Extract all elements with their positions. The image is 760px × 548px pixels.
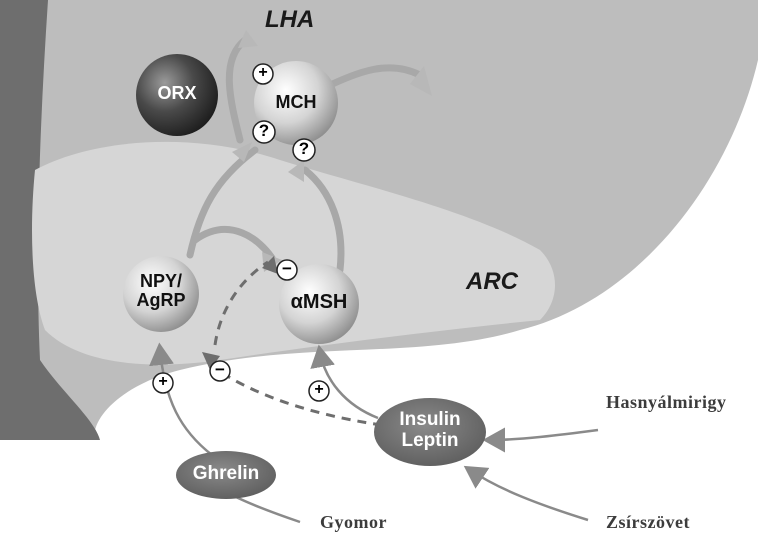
question-sign-right: ? xyxy=(293,139,315,159)
arc-region-label: ARC xyxy=(466,268,518,296)
minus-sign-dashed: − xyxy=(210,360,230,380)
stomach-label: Gyomor xyxy=(320,512,387,533)
ghrelin-label: Ghrelin xyxy=(176,464,276,485)
plus-sign-npy: + xyxy=(153,373,173,391)
insulin-leptin-label: Insulin Leptin xyxy=(374,410,486,452)
lha-region-label: LHA xyxy=(265,6,314,34)
minus-sign-amsh: − xyxy=(277,259,297,279)
amsh-label: αMSH xyxy=(279,292,359,313)
plus-sign-mch: + xyxy=(253,64,273,82)
question-sign-left: ? xyxy=(253,121,275,141)
insulin-label: Insulin xyxy=(374,410,486,431)
npy-label-line2: AgRP xyxy=(121,291,201,310)
npy-label-line1: NPY/ xyxy=(121,272,201,291)
plus-sign-amsh: + xyxy=(309,381,329,399)
adipose-label: Zsírszövet xyxy=(606,512,690,533)
pancreas-label: Hasnyálmirigy xyxy=(606,392,727,413)
leptin-label: Leptin xyxy=(374,431,486,452)
orx-label: ORX xyxy=(137,84,217,103)
npy-agrp-label: NPY/ AgRP xyxy=(121,272,201,310)
mch-label: MCH xyxy=(256,93,336,112)
